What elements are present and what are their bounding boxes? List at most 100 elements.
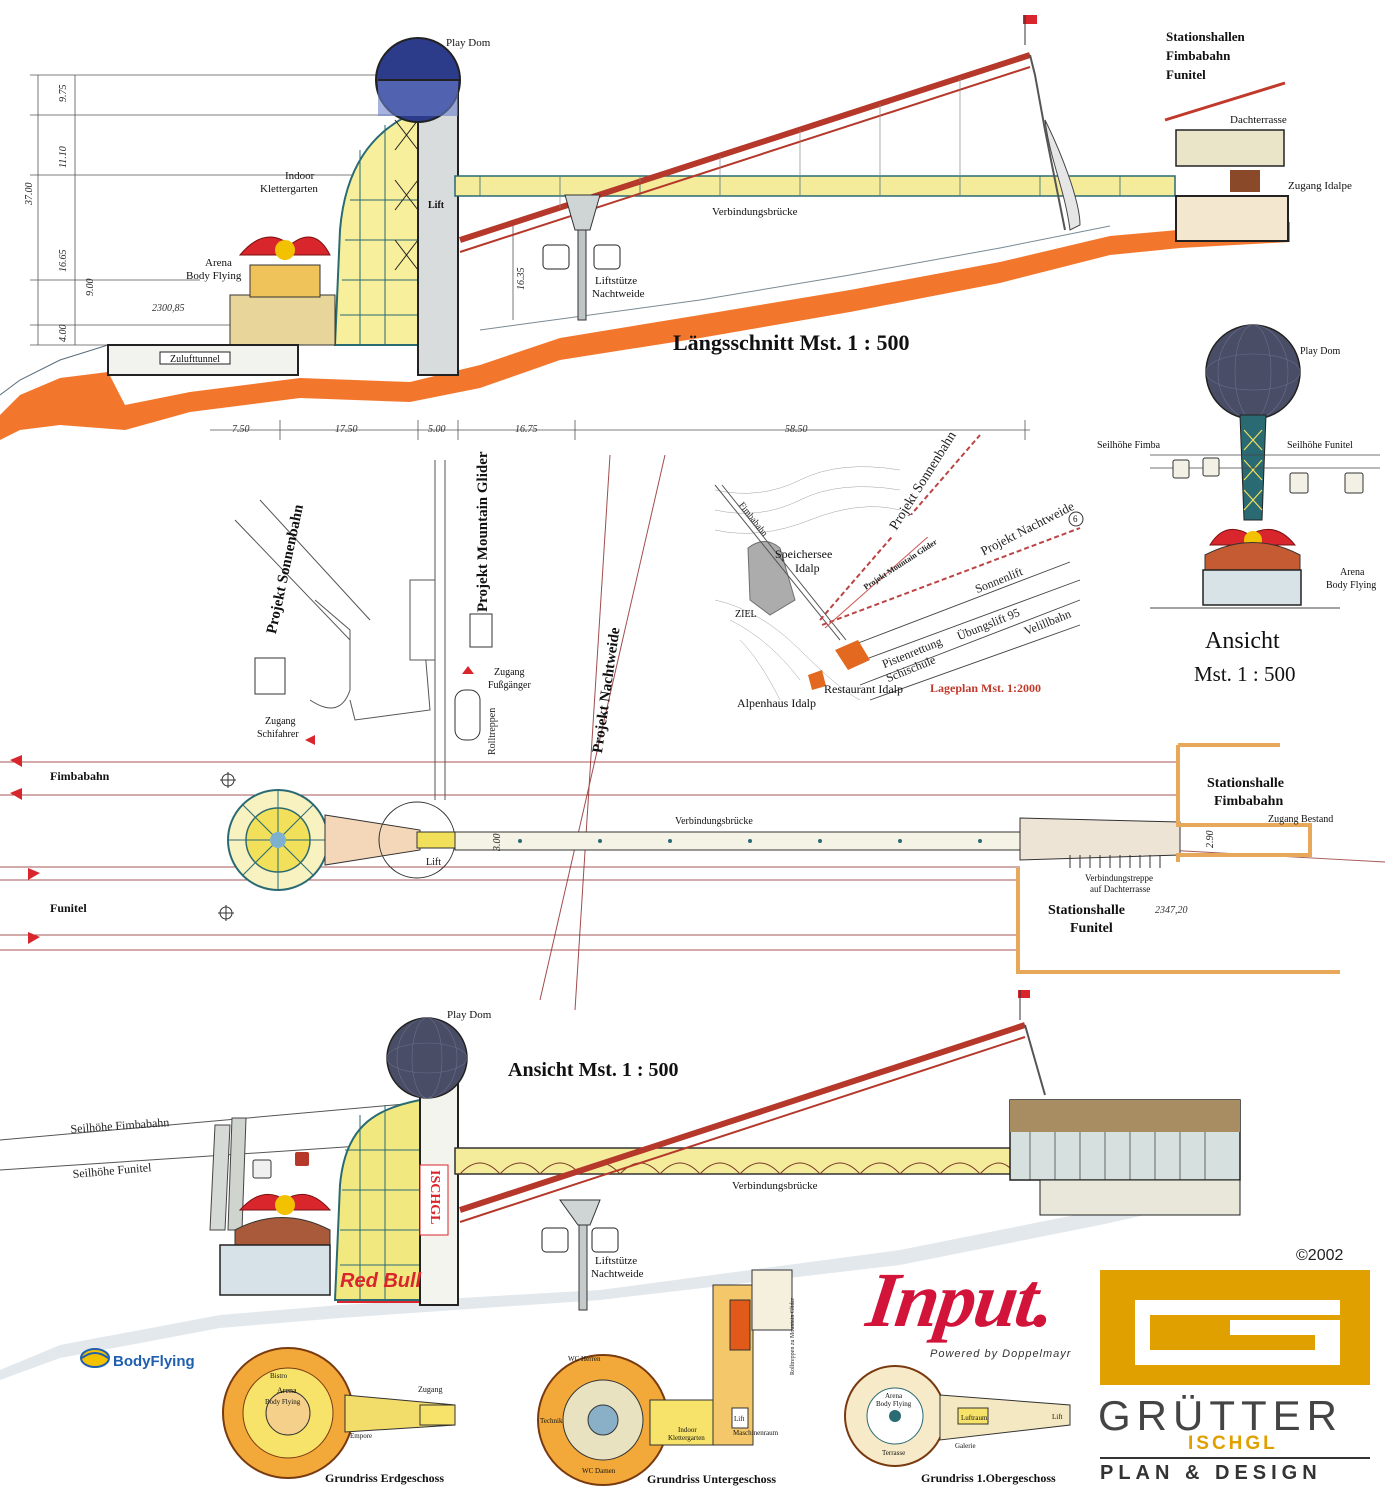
section-title: Längsschnitt Mst. 1 : 500 [673, 330, 910, 355]
hdim-5850: 58.50 [785, 424, 808, 435]
section-arena [107, 236, 336, 376]
ischgl-wordmark: ISCHGL [1188, 1433, 1278, 1454]
og-arena: Arena [885, 1392, 903, 1400]
section-lift-label: Lift [428, 200, 445, 211]
bodyflying-logo-text: BodyFlying [113, 1353, 195, 1370]
site-speichersee: Speichersee [775, 547, 833, 561]
plan-rolltreppen: Rolltreppen [487, 707, 498, 755]
floorplan-title-ug: Grundriss Untergeschoss [647, 1472, 777, 1486]
redbull-sign: Red Bull [340, 1270, 422, 1292]
ug-lift: Lift [734, 1415, 745, 1423]
section-dimension-lines [30, 74, 1030, 440]
section-play-dom-label: Play Dom [446, 37, 491, 49]
plan-fimbabahn: Fimbabahn [50, 769, 110, 783]
plan-lines [0, 454, 1385, 1011]
section-climbing-tower [333, 37, 461, 376]
grutter-logo-mark [1100, 1270, 1370, 1459]
arena-label: Arena [205, 257, 232, 269]
elev-nachtweide-label: Nachtweide [591, 1268, 644, 1280]
section-liftstuetze [542, 194, 621, 321]
elevation-title: Ansicht Mst. 1 : 500 [508, 1059, 679, 1081]
plan-dim-300: 3.00 [492, 833, 503, 852]
seil-fimba-label: Seilhöhe Fimba [1097, 440, 1161, 451]
nachtweide-label: Nachtweide [592, 288, 645, 300]
eg-bodyflying: Body Flying [265, 1398, 301, 1406]
plan-mountain-glider: Projekt Mountain Glider [475, 451, 491, 612]
hdim-500: 5.00 [428, 424, 446, 435]
zugang-fussgaenger-1: Zugang [494, 667, 525, 678]
floorplan-ground [222, 1347, 456, 1479]
ug-rolltreppen: Rolltreppen zu Mountain Glider [790, 1297, 796, 1375]
og-luftraum: Luftraum [961, 1414, 988, 1422]
hdim-1750: 17.50 [335, 424, 358, 435]
elevation-bottom [0, 990, 1241, 1380]
station-heading-2: Fimbabahn [1166, 48, 1231, 63]
section-terrain [0, 222, 1290, 440]
zugang-fussgaenger-2: Fußgänger [488, 680, 531, 691]
eg-bistro: Bistro [270, 1372, 288, 1380]
ug-technik: Technik [540, 1417, 563, 1425]
plan-dim-290: 2.90 [1205, 830, 1216, 849]
site-number: 6 [1073, 514, 1078, 524]
vdim-1110: 11.10 [58, 146, 69, 168]
eg-zugang: Zugang [418, 1385, 443, 1394]
dachterrasse-label: Dachterrasse [1230, 114, 1287, 126]
site-plan [710, 434, 1090, 710]
elevation-mark: 2300,85 [152, 303, 185, 314]
vdim-900: 9.00 [85, 278, 96, 297]
grutter-wordmark: GRÜTTER [1098, 1392, 1343, 1439]
vdim-975: 9.75 [58, 84, 69, 103]
verbindungstreppe-1: Verbindungstreppe [1085, 873, 1153, 883]
indoor-label: Indoor [285, 170, 315, 182]
verbindungstreppe-2: auf Dachterrasse [1090, 884, 1151, 894]
bodyflying-logo [80, 1348, 110, 1368]
site-alpenhaus: Alpenhaus Idalp [737, 696, 816, 710]
vdim-1665: 16.65 [58, 249, 69, 273]
ug-indoor: Indoor [678, 1426, 697, 1434]
seil-funitel-label: Seilhöhe Funitel [1287, 440, 1353, 451]
section-station [1164, 81, 1289, 242]
small-play-dom-label: Play Dom [1300, 346, 1341, 357]
site-ziel: ZIEL [735, 609, 757, 620]
stationshalle-funitel-1: Stationshalle [1048, 903, 1126, 918]
og-galerie: Galerie [955, 1442, 976, 1450]
stationshalle-fimba-2: Fimbabahn [1214, 794, 1284, 809]
site-idalp: Idalp [795, 561, 820, 575]
section-bridge-label: Verbindungsbrücke [712, 206, 798, 218]
og-terrasse: Terrasse [882, 1449, 906, 1457]
floorplan-basement [537, 1269, 793, 1486]
hdim-1675: 16.75 [515, 424, 538, 435]
ug-wc-damen: WC Damen [582, 1467, 616, 1475]
station-heading-3: Funitel [1166, 67, 1206, 82]
eg-empore: Empore [350, 1432, 373, 1440]
klettergarten-label: Klettergarten [260, 183, 318, 195]
plan-bridge-label: Verbindungsbrücke [675, 816, 753, 827]
ischgl-sign: ISCHGL [427, 1170, 442, 1225]
eg-arena: Arena [277, 1386, 297, 1395]
section-bridge [454, 15, 1176, 253]
copyright-notice: ©2002 [1296, 1247, 1344, 1264]
small-ansicht-scale: Mst. 1 : 500 [1194, 662, 1296, 686]
og-lift: Lift [1052, 1413, 1063, 1421]
ug-wc-herren: WC Herren [568, 1355, 601, 1363]
small-elevation [1150, 324, 1380, 609]
vdim-3700: 37.00 [24, 182, 35, 206]
small-ansicht-title: Ansicht [1205, 628, 1280, 654]
input-logo-text: Input. [861, 1256, 1060, 1343]
plan-lift-label: Lift [426, 857, 441, 868]
elev-liftstuetze-label: Liftstütze [595, 1255, 638, 1267]
plan-design-wordmark: PLAN & DESIGN [1100, 1462, 1322, 1484]
vdim-400: 4.00 [58, 324, 69, 343]
elev-play-dom-label: Play Dom [447, 1009, 492, 1021]
vdim-1635: 16.35 [516, 267, 527, 291]
hdim-750: 7.50 [232, 424, 250, 435]
floorplan-title-eg: Grundriss Erdgeschoss [325, 1471, 445, 1485]
station-heading-1: Stationshallen [1166, 29, 1245, 44]
zugang-schifahrer-1: Zugang [265, 716, 296, 727]
plan-funitel: Funitel [50, 901, 87, 915]
zugang-bestand: Zugang Bestand [1268, 814, 1334, 825]
og-bodyflying: Body Flying [876, 1400, 912, 1408]
ug-maschinenraum: Maschinenraum [733, 1429, 779, 1437]
